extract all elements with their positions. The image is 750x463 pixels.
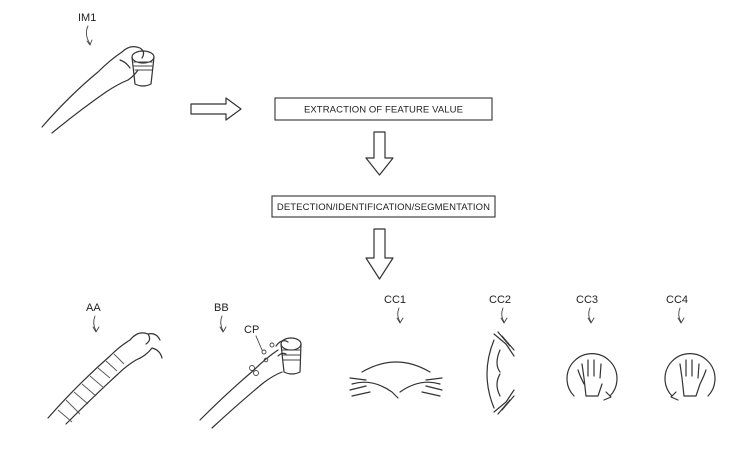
step-detection-box: DETECTION/IDENTIFICATION/SEGMENTATION <box>271 195 496 218</box>
output-bb: BB CP <box>199 302 302 429</box>
aa-arm-top <box>47 339 131 419</box>
aa-arm-bottom <box>65 359 137 425</box>
label-cc4: CC4 <box>666 294 688 306</box>
output-cc2: CC2 <box>486 294 515 415</box>
arrow-right <box>190 97 242 121</box>
aa-hatching <box>57 353 125 423</box>
cc4-circle <box>664 353 716 397</box>
cc2-lower-hand <box>493 373 515 415</box>
step-detection-text: DETECTION/IDENTIFICATION/SEGMENTATION <box>277 202 490 213</box>
cc4-hand <box>679 359 707 397</box>
cc2-arc <box>486 339 495 409</box>
arrow-down-2 <box>365 228 394 280</box>
leader-im1 <box>85 25 91 45</box>
arm-outline-bottom <box>51 79 129 134</box>
label-aa: AA <box>86 302 101 314</box>
label-cc1: CC1 <box>384 294 406 306</box>
label-cc2: CC2 <box>489 294 511 306</box>
label-bb: BB <box>214 302 229 314</box>
label-im1: IM1 <box>78 12 96 24</box>
arrow-down-1 <box>365 131 394 176</box>
bb-arm-bottom <box>211 371 283 429</box>
output-aa: AA <box>47 302 163 425</box>
output-cc1: CC1 <box>349 294 443 399</box>
cp-leader <box>255 335 263 351</box>
cc3-hand <box>577 359 603 397</box>
label-cp: CP <box>244 324 259 336</box>
arm-outline-top <box>41 51 123 128</box>
output-cc3: CC3 <box>566 294 618 401</box>
bb-arm-top <box>199 349 279 421</box>
cc1-left-hand <box>349 377 399 399</box>
cup-im1 <box>131 50 155 87</box>
cup-bb <box>275 337 302 375</box>
cc3-arrowhead <box>603 391 612 401</box>
cc3-circle <box>566 353 618 397</box>
step-extraction-box: EXTRACTION OF FEATURE VALUE <box>274 97 493 121</box>
cc1-right-hand <box>399 377 443 397</box>
aa-hand <box>129 332 163 361</box>
cc2-upper-hand <box>493 331 515 373</box>
label-cc3: CC3 <box>576 294 598 306</box>
input-image-im1: IM1 <box>41 12 155 134</box>
step-extraction-text: EXTRACTION OF FEATURE VALUE <box>304 105 463 116</box>
output-cc4: CC4 <box>664 294 716 401</box>
cc1-arc <box>361 361 431 373</box>
bb-feature-points <box>249 342 275 376</box>
cc4-arrowhead <box>670 391 679 401</box>
